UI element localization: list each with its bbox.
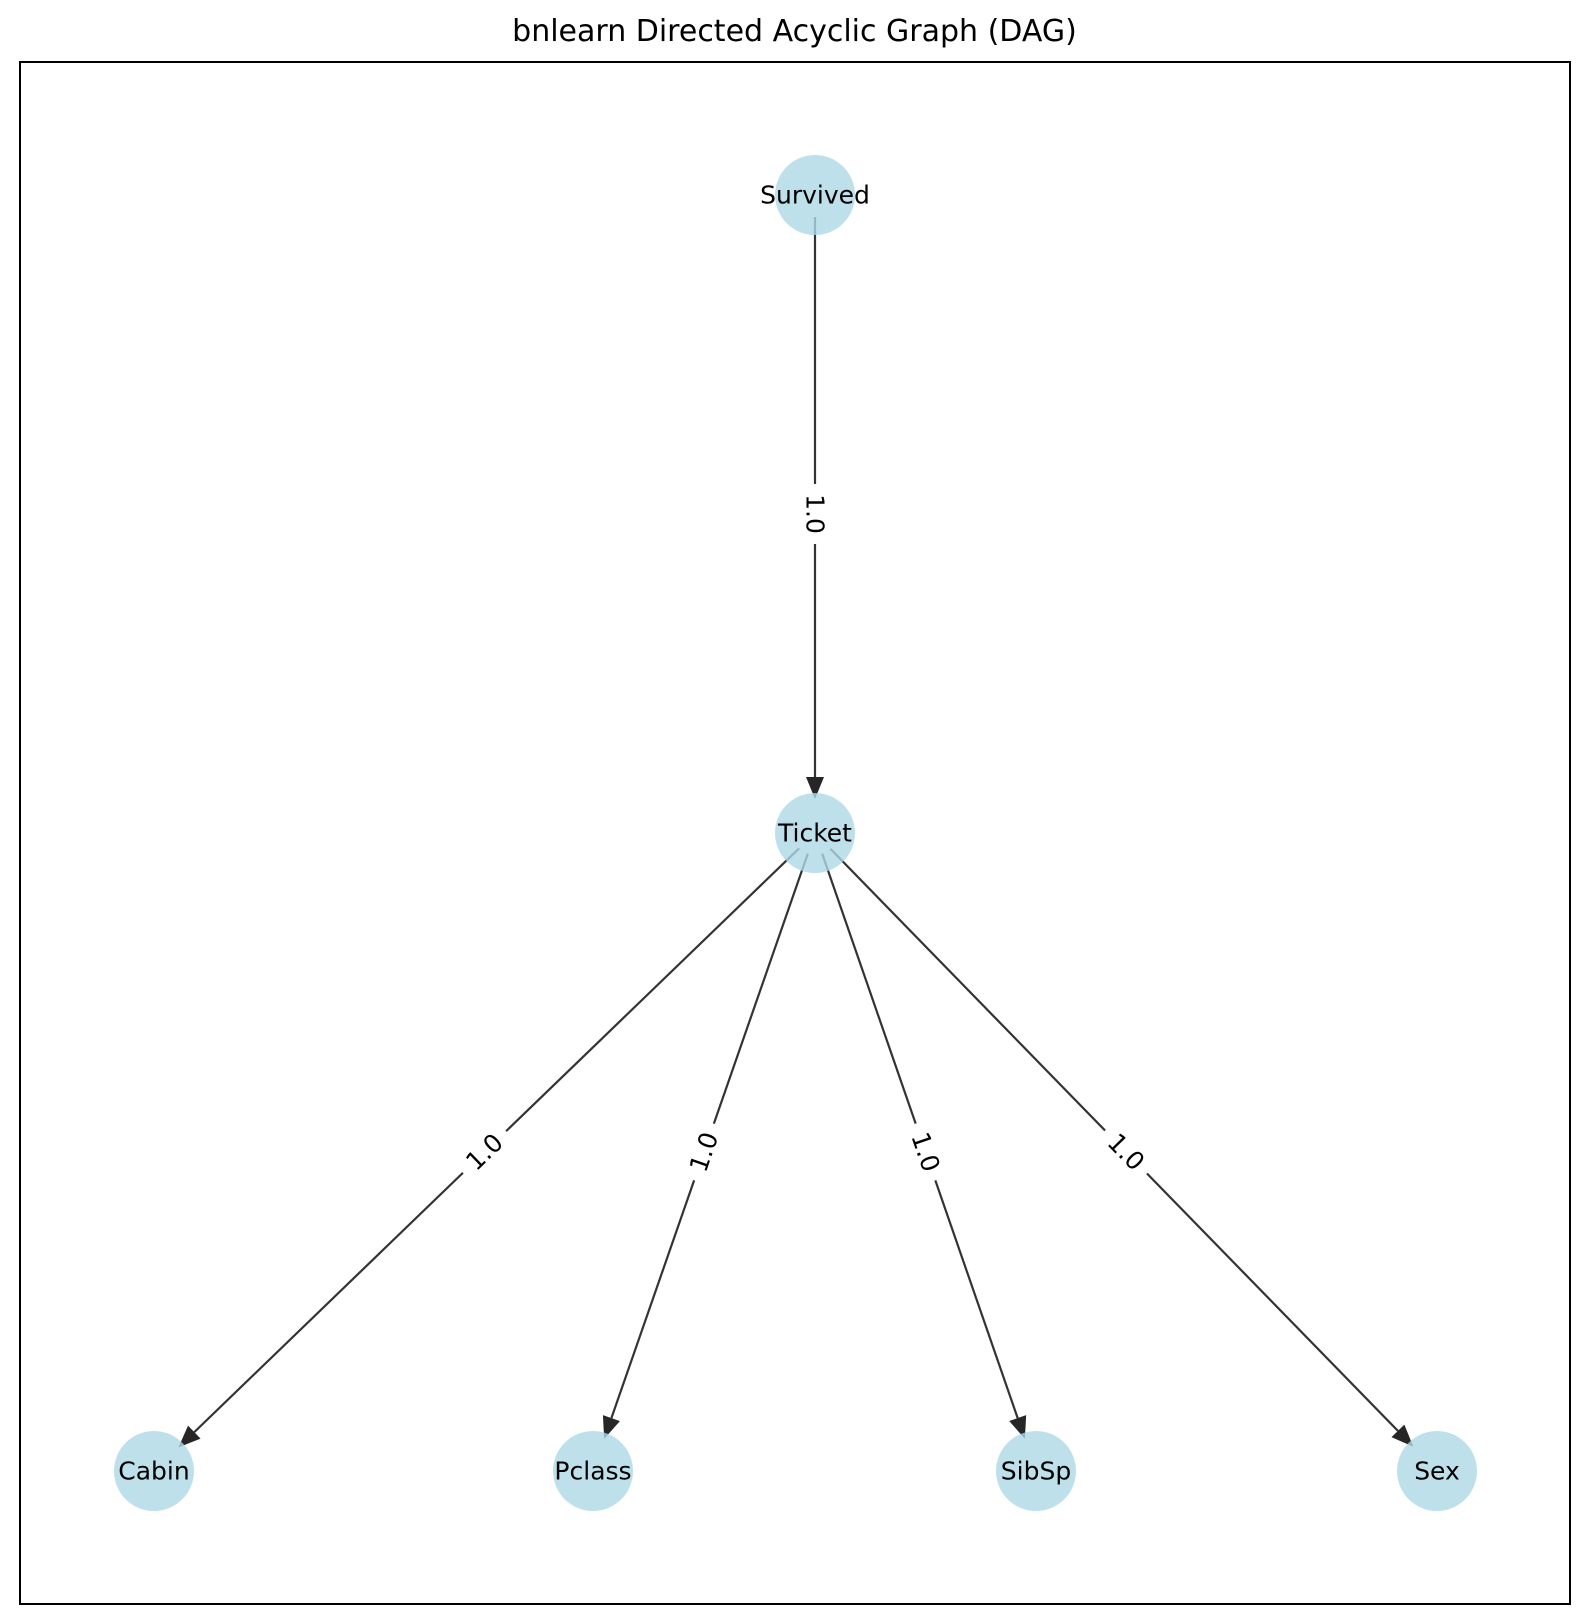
arrowhead xyxy=(806,777,824,799)
node-label: Ticket xyxy=(777,819,852,848)
edge-weight-label: 1.0 xyxy=(677,1117,731,1187)
edge-ticket-to-pclass: 1.0 xyxy=(602,853,809,1439)
edge-label-background xyxy=(797,484,833,544)
edge-label-background xyxy=(898,1117,953,1187)
node-circle xyxy=(1397,1431,1477,1511)
node-pclass: Pclass xyxy=(553,1431,633,1511)
edge-weight-label: 1.0 xyxy=(898,1117,953,1187)
arrowhead xyxy=(1009,1415,1027,1439)
edge-label-background xyxy=(1092,1117,1160,1187)
node-label: Sex xyxy=(1414,1457,1460,1486)
diagram-title: bnlearn Directed Acyclic Graph (DAG) xyxy=(512,14,1077,49)
node-label: Pclass xyxy=(554,1457,631,1486)
edge-label-background xyxy=(450,1118,519,1186)
arrowhead xyxy=(1391,1424,1414,1447)
edge-ticket-to-sibsp: 1.0 xyxy=(821,853,1027,1439)
node-sex: Sex xyxy=(1397,1431,1477,1511)
node-label: SibSp xyxy=(1001,1457,1071,1486)
plot-border xyxy=(19,61,1571,1605)
node-circle xyxy=(553,1431,633,1511)
arrowhead xyxy=(602,1415,620,1439)
edge-survived-to-ticket: 1.0 xyxy=(797,217,833,799)
node-circle xyxy=(775,155,855,235)
node-label: Cabin xyxy=(118,1457,189,1486)
edge-weight-label: 1.0 xyxy=(797,484,833,544)
edge-weight-text: 1.0 xyxy=(801,494,830,534)
node-circle xyxy=(114,1431,194,1511)
node-circle xyxy=(996,1431,1076,1511)
node-circle xyxy=(775,793,855,873)
arrowhead xyxy=(178,1425,201,1448)
edge-label-background xyxy=(677,1117,731,1187)
node-sibsp: SibSp xyxy=(996,1431,1076,1511)
node-label: Survived xyxy=(760,181,870,210)
edge-ticket-to-sex: 1.0 xyxy=(829,847,1414,1447)
node-survived: Survived xyxy=(760,155,870,235)
node-ticket: Ticket xyxy=(775,793,855,873)
node-cabin: Cabin xyxy=(114,1431,194,1511)
